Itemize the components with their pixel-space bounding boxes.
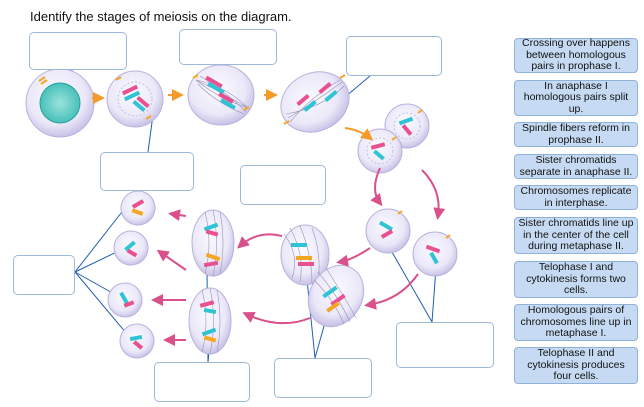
cell-metaphase-1 <box>187 64 255 126</box>
cell-anaphase-2 <box>188 209 235 355</box>
drop-target-anaphase-1[interactable] <box>346 36 442 76</box>
answer-chip-anaphase-2[interactable]: Sister chromatids separate in anaphase I… <box>514 154 638 179</box>
drop-target-metaphase-1[interactable] <box>179 29 277 65</box>
drop-target-telophase-1[interactable] <box>240 165 326 205</box>
answer-chip-crossing-over[interactable]: Crossing over happens between homologous… <box>514 38 638 73</box>
answer-chip-prophase-2[interactable]: Spindle fibers reform in prophase II. <box>514 122 638 147</box>
answer-chip-metaphase-2[interactable]: Sister chromatids line up in the center … <box>514 217 638 254</box>
drop-target-prophase-2[interactable] <box>396 322 494 368</box>
cell-prophase-1 <box>106 70 164 128</box>
answer-chip-anaphase-1[interactable]: In anaphase I homologous pairs split up. <box>514 80 638 116</box>
answer-chip-metaphase-1[interactable]: Homologous pairs of chromosomes line up … <box>514 304 638 341</box>
answer-chip-telophase-2[interactable]: Telophase II and cytokinesis produces fo… <box>514 347 638 384</box>
drop-target-anaphase-2[interactable] <box>154 362 250 402</box>
stage-arrows <box>92 89 446 346</box>
answer-chip-telophase-1[interactable]: Telophase I and cytokinesis forms two ce… <box>514 261 638 298</box>
cell-interphase <box>25 68 95 138</box>
answer-chip-interphase[interactable]: Chromosomes replicate in interphase. <box>514 185 638 210</box>
drop-target-telophase-2[interactable] <box>13 255 75 295</box>
drop-target-prophase-1[interactable] <box>100 152 194 191</box>
cell-anaphase-1 <box>280 71 350 133</box>
cell-prophase-2 <box>365 208 458 277</box>
drop-target-interphase[interactable] <box>29 32 127 70</box>
cell-telophase-1 <box>357 103 430 174</box>
drop-target-metaphase-2[interactable] <box>274 358 372 398</box>
cell-telophase-2 <box>107 190 156 359</box>
instruction-title: Identify the stages of meiosis on the di… <box>30 9 292 24</box>
cell-metaphase-2 <box>280 224 365 328</box>
